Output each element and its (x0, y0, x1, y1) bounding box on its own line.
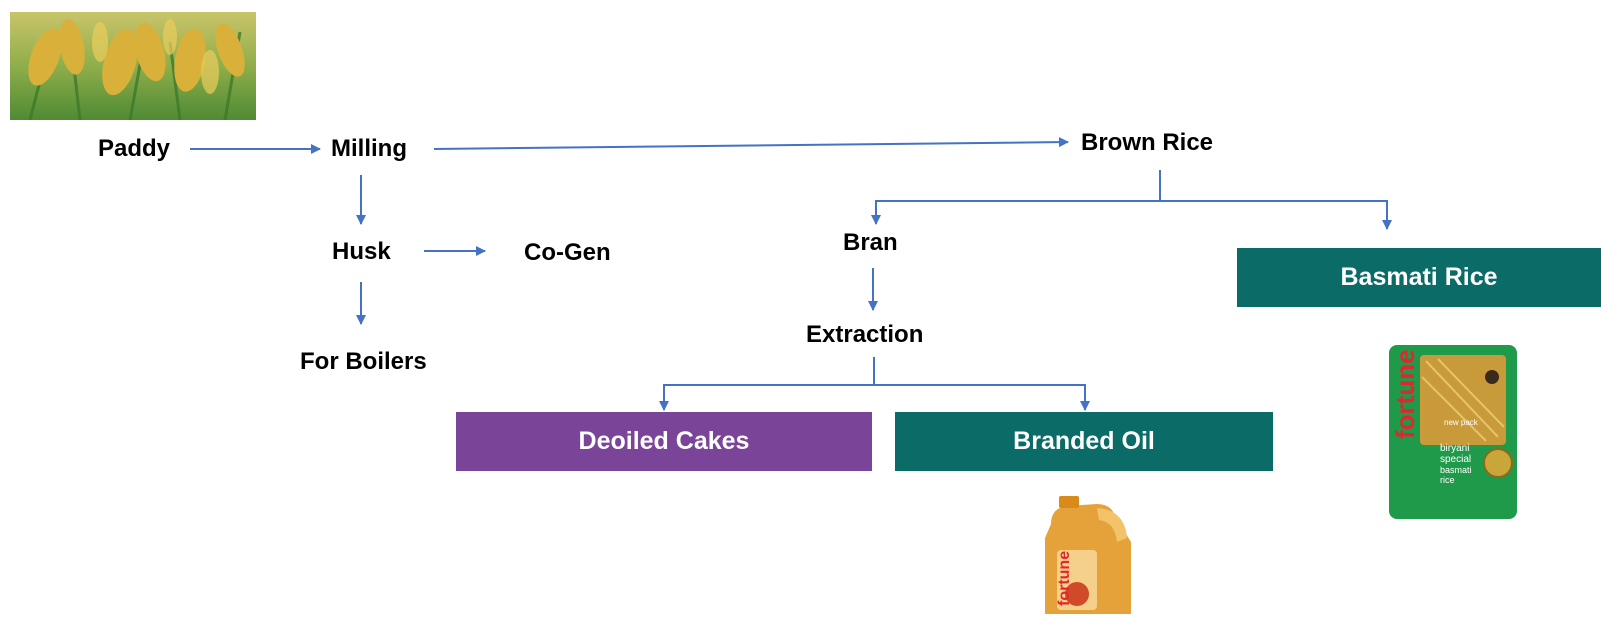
node-brown-rice: Brown Rice (1081, 129, 1214, 156)
oil-can-brand: fortune (1056, 551, 1073, 606)
node-paddy: Paddy (98, 135, 171, 162)
basmati-rice-pack-image: fortune new pack biryani special basmati… (1389, 345, 1517, 519)
rice-pack-line1: biryani (1440, 443, 1469, 454)
node-co-gen: Co-Gen (524, 239, 611, 266)
arrow-milling-to-brown-rice (433, 137, 1069, 150)
node-extraction: Extraction (806, 321, 924, 348)
node-deoiled-cakes: Deoiled Cakes (456, 412, 872, 471)
arrow-extraction-to-deoiled (659, 357, 875, 411)
node-bran: Bran (843, 229, 898, 256)
arrow-extraction-to-oil (874, 384, 1090, 411)
node-for-boilers: For Boilers (300, 348, 427, 375)
node-milling: Milling (331, 135, 407, 162)
rice-pack-line3: basmati (1440, 465, 1472, 475)
node-branded-oil: Branded Oil (895, 412, 1273, 471)
arrow-brown-rice-to-bran (871, 170, 1161, 225)
node-husk: Husk (332, 238, 391, 265)
arrow-brown-rice-to-basmati (1160, 200, 1392, 230)
rice-pack-line4: rice (1440, 475, 1455, 485)
paddy-field-image (10, 12, 256, 120)
branded-oil-can-image: fortune (1045, 496, 1131, 614)
rice-pack-line2: special (1440, 454, 1471, 465)
rice-pack-brand: fortune (1390, 349, 1420, 439)
rice-pack-tag: new pack (1444, 418, 1479, 427)
node-basmati-rice: Basmati Rice (1237, 248, 1601, 307)
